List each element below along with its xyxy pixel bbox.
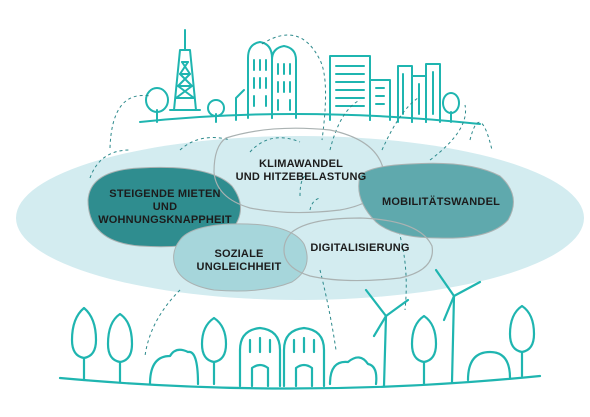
label-line: KLIMAWANDEL <box>258 158 344 170</box>
tree-icon <box>70 306 98 382</box>
label-line: MOBILITÄTSWANDEL <box>381 196 501 208</box>
bottom-landscape <box>58 268 542 390</box>
topic-label-mobility: MOBILITÄTSWANDEL <box>376 196 506 209</box>
topic-blob-social <box>173 223 308 292</box>
topic-blob-mobility <box>358 162 514 239</box>
arched-houses-icon <box>238 326 326 388</box>
top-ground-line <box>139 112 481 125</box>
label-line: DIGITALISIERUNG <box>310 242 410 254</box>
topic-blob-climate <box>213 127 385 214</box>
topic-blob-digital <box>283 217 433 282</box>
tree-icon <box>200 316 228 386</box>
tall-building-icon <box>397 63 441 123</box>
office-building-icon <box>329 55 391 121</box>
topic-label-social: SOZIALE UNGLEICHHEIT <box>184 248 294 274</box>
twin-towers-icon <box>247 41 297 119</box>
tree-icon <box>207 99 225 123</box>
topic-label-climate: KLIMAWANDEL UND HITZEBELASTUNG <box>226 158 376 184</box>
tree-icon <box>442 92 460 123</box>
tree-icon <box>508 304 536 378</box>
tree-icon <box>145 87 169 123</box>
topic-blob-rent <box>87 166 241 248</box>
bush-icon <box>148 348 200 386</box>
topic-label-digital: DIGITALISIERUNG <box>300 242 420 255</box>
tree-icon <box>410 314 438 386</box>
label-line: STEIGENDE MIETEN <box>109 188 221 200</box>
topic-label-rent: STEIGENDE MIETEN UND WOHNUNGSKNAPPHEIT <box>90 188 240 227</box>
label-line: SOZIALE <box>214 248 264 260</box>
bottom-ground-line <box>58 374 542 390</box>
wind-turbine-icon <box>434 268 482 384</box>
top-skyline <box>139 29 481 125</box>
wind-turbine-icon <box>364 288 410 388</box>
bush-icon <box>466 350 512 382</box>
house-icon <box>235 89 245 121</box>
label-line: UND HITZEBELASTUNG <box>235 171 367 183</box>
label-line: UND <box>152 201 178 213</box>
label-line: WOHNUNGSKNAPPHEIT <box>98 214 232 226</box>
bush-icon <box>328 356 378 386</box>
label-line: UNGLEICHHEIT <box>196 261 282 273</box>
radio-tower-icon <box>169 29 201 111</box>
tree-icon <box>106 312 134 384</box>
